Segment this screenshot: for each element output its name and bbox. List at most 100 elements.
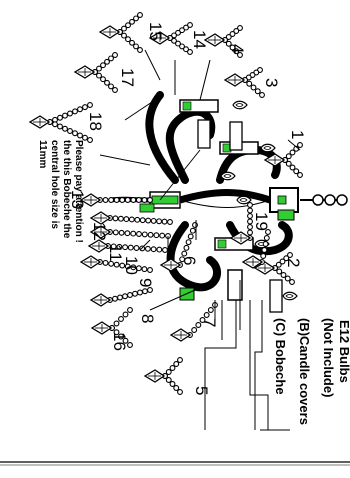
crystal-bead [123, 216, 130, 223]
crystal-bead [96, 72, 102, 79]
crystal-drop [90, 293, 111, 307]
crystal-bead [124, 197, 131, 203]
crystal-bead [153, 232, 160, 239]
crystal-bead [191, 327, 198, 333]
note-line-4: 11mm [37, 140, 48, 168]
crystal-bead [246, 80, 253, 87]
crystal-bead [87, 102, 93, 108]
crystal-bead [117, 215, 124, 222]
crystal-bead [77, 106, 83, 113]
crystal-bead [142, 288, 148, 295]
part-number-1: 1 [288, 130, 307, 139]
crystal-bead [280, 272, 287, 278]
label-bobeche: (C) Bobeche [273, 318, 288, 395]
part-number-16: 16 [110, 332, 129, 351]
part-number-2: 2 [284, 258, 303, 267]
crystal-bead [134, 216, 141, 223]
crystal-bead [187, 233, 194, 240]
crystal-bead [122, 311, 129, 318]
note-line-2: the this Bobeche the [61, 140, 72, 239]
crystal-drop [144, 369, 165, 383]
label-bulbs-line2: (Not Include) [321, 318, 336, 397]
leader-lines [99, 49, 301, 431]
note-line-3: central hole size is [49, 140, 60, 229]
crystal-bead [247, 202, 253, 208]
crystal-bead [124, 230, 131, 237]
crystal-bead [276, 268, 283, 275]
crystal-bead [62, 112, 68, 119]
part-number-12: 12 [90, 222, 109, 241]
crystal-bead [185, 239, 192, 246]
crystal-bead [108, 197, 115, 203]
crystal-bead [254, 88, 261, 95]
crystal-bead [147, 267, 153, 273]
part-number-11: 11 [106, 244, 125, 262]
crystal-bead [72, 108, 78, 115]
crystal-bead [150, 217, 157, 224]
crystal-bead [250, 84, 257, 91]
crystal-bead [192, 222, 198, 228]
crystal-bead [113, 320, 120, 327]
crystal-bead [119, 197, 126, 203]
note-line-1: Please pay attention ! [73, 140, 84, 243]
crystal-bead [147, 231, 154, 238]
crystal-bead [113, 197, 120, 203]
part-number-8: 8 [138, 314, 157, 323]
crystal-bead [57, 123, 63, 130]
part-number-17: 17 [118, 68, 137, 87]
crystal-bead [260, 253, 267, 259]
part-number-19: 19 [252, 212, 271, 231]
crystal-bead [147, 197, 153, 203]
crystal-bead [169, 381, 176, 387]
crystal-bead [203, 312, 210, 318]
crystal-bead [156, 218, 163, 225]
central-column [109, 187, 348, 213]
crystal-bead [100, 76, 106, 83]
crystal-bead [130, 230, 137, 237]
crystal-drop [99, 25, 120, 39]
crystal-bead [144, 245, 151, 252]
crystal-bead [133, 245, 140, 251]
part-number-3: 3 [262, 78, 281, 87]
crystal-bead [247, 207, 253, 214]
label-bulbs-line1: E12 Bulbs [337, 320, 350, 383]
part-number-10: 10 [122, 256, 141, 275]
crystal-bead [207, 307, 214, 313]
crystal-bead [112, 295, 118, 302]
crystal-bead [133, 43, 139, 50]
crystal-bead [247, 229, 253, 236]
crystal-bead [104, 79, 110, 86]
crystal-bead [177, 389, 183, 395]
crystal-drop [160, 258, 181, 272]
crystal-bead [67, 128, 73, 134]
crystal-bead [125, 36, 131, 43]
crystal-bead [122, 293, 128, 300]
part-number-14: 14 [190, 30, 209, 49]
crystal-drop [80, 255, 101, 269]
crystal-bead [162, 247, 168, 253]
crystal-bead [127, 307, 133, 313]
crystal-bead [247, 218, 253, 225]
part-number-9: 9 [136, 278, 155, 287]
crystal-bead [169, 365, 176, 371]
crystal-bead [263, 235, 270, 241]
attention-note: Please pay attention ! the this Bobeche … [37, 140, 84, 243]
crystal-bead [167, 219, 173, 225]
crystal-bead [121, 32, 127, 39]
crystal-bead [135, 197, 142, 203]
crystal-bead [156, 246, 163, 253]
crystal-bead [261, 247, 268, 253]
crystal-drop [224, 73, 245, 87]
crystal-bead [165, 369, 172, 375]
crystal-bead [165, 377, 172, 383]
crystal-bead [112, 229, 119, 236]
crystal-bead [72, 130, 78, 137]
crystal-bead [57, 114, 63, 121]
crystal-bead [52, 121, 58, 128]
crystal-bead [139, 217, 146, 224]
crystal-bead [108, 83, 114, 90]
crystal-bead [129, 39, 135, 46]
crystal-bead [118, 229, 125, 236]
crystal-bead [112, 215, 119, 222]
crystal-bead [87, 137, 93, 143]
